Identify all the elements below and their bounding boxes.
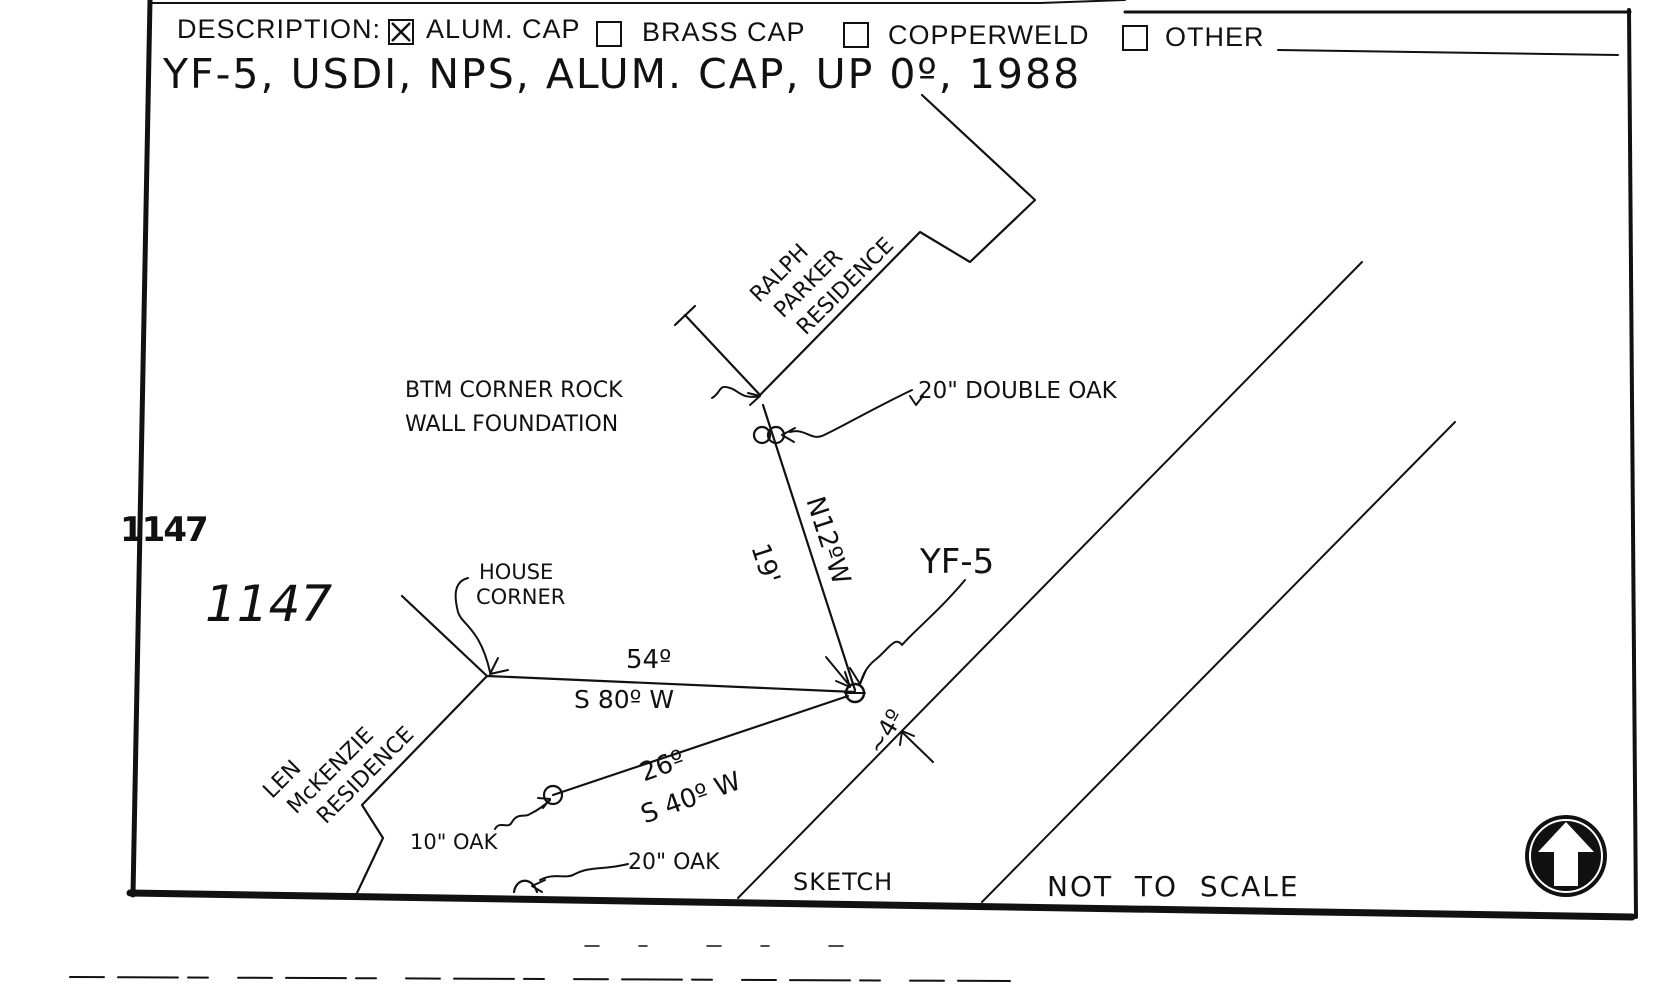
mckenzie-outline [355,594,489,895]
brass-cap-label: BRASS CAP [642,17,806,47]
description-text: YF-5, USDI, NPS, ALUM. CAP, UP 0º, 1988 [163,50,1082,98]
ralph-parker-outline [683,93,1037,397]
bearing-s80w-label: S 80º W [574,685,675,714]
other-blank-line [1277,49,1619,56]
yf5-label: YF-5 [920,542,995,582]
bearing-line-s80w [485,674,857,694]
double-oak-mark [752,425,772,445]
bearing-line-s40w [551,694,850,797]
road-edge-right [981,421,1456,903]
frame-right-edge [1627,8,1638,919]
bearing-line-n12w [761,403,857,692]
checked-x-icon [391,22,411,42]
other-checkbox[interactable] [1122,25,1148,51]
oak-20-label: 20" OAK [628,850,720,875]
copperweld-checkbox[interactable] [843,22,869,48]
not-to-scale-label: NOT TO SCALE [1047,870,1300,903]
btm-corner-label: BTM CORNER ROCK WALL FOUNDATION [405,378,623,437]
double-oak-label: 20" DOUBLE OAK [918,378,1117,404]
sketch-label: SKETCH [793,868,894,896]
distance-54-label: 54º [626,645,672,675]
other-label: OTHER [1165,22,1265,52]
north-arrow-icon [1525,815,1607,897]
road-edge-left [737,261,1363,899]
margin-note-number: 1147 [205,575,333,633]
alum-cap-label: ALUM. CAP [426,14,581,44]
copperweld-label: COPPERWELD [888,20,1090,50]
alum-cap-checkbox[interactable] [388,19,414,45]
frame-bottom-edge [126,889,1636,921]
margin-note-scribble: 1147 [120,510,209,550]
frame-left-edge [130,0,153,898]
oak-10-mark [542,784,564,806]
oak-10-label: 10" OAK [410,830,498,854]
house-corner-label: HOUSE CORNER [476,560,566,609]
brass-cap-checkbox[interactable] [596,21,622,47]
description-label: DESCRIPTION: [177,14,382,44]
